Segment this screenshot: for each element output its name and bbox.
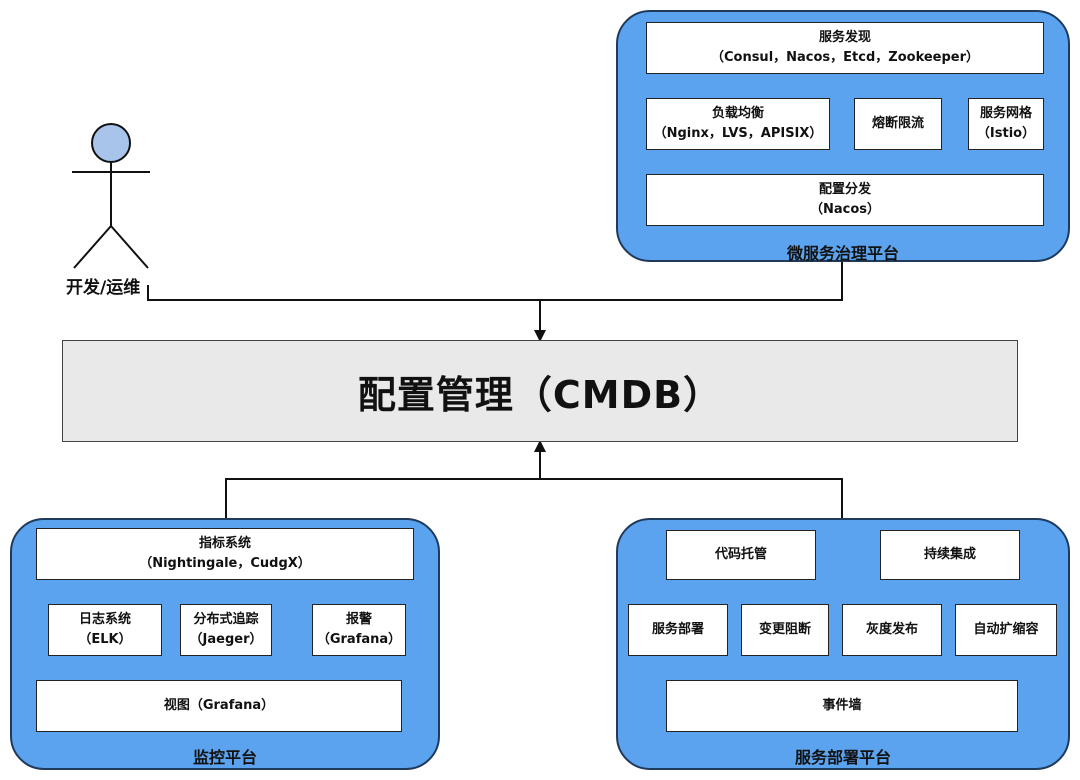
alert-box: 报警 （Grafana） [312, 604, 406, 656]
autoscale-name: 自动扩缩容 [973, 622, 1039, 637]
service-discovery-box: 服务发现 （Consul，Nacos，Etcd，Zookeeper） [646, 22, 1044, 74]
gray-release-name: 灰度发布 [865, 622, 918, 637]
actor-label: 开发/运维 [66, 278, 141, 298]
service-mesh-box: 服务网格 （Istio） [968, 98, 1044, 150]
deploy-platform-title: 服务部署平台 [794, 748, 891, 767]
service-deploy-box: 服务部署 [628, 604, 728, 656]
continuous-integration-name: 持续集成 [923, 547, 976, 562]
tracing-name: 分布式追踪 [193, 612, 259, 627]
autoscale-box: 自动扩缩容 [955, 604, 1057, 656]
log-system-detail: （ELK） [78, 632, 132, 647]
metrics-system-box: 指标系统 （Nightingale，CudgX） [36, 528, 414, 580]
load-balancing-detail: （Nginx，LVS，APISIX） [653, 126, 823, 141]
view-box: 视图（Grafana） [36, 680, 402, 732]
load-balancing-name: 负载均衡 [711, 106, 764, 121]
microservice-platform-title: 微服务治理平台 [786, 244, 899, 263]
metrics-system-detail: （Nightingale，CudgX） [139, 556, 311, 571]
actor-head [91, 123, 131, 163]
actor-figure [72, 123, 150, 269]
service-discovery-name: 服务发现 [818, 30, 871, 45]
cmdb-label: 配置管理（CMDB） [357, 372, 723, 417]
microservice-connector [540, 262, 843, 301]
event-wall-name: 事件墙 [822, 698, 862, 713]
log-system-box: 日志系统 （ELK） [48, 604, 162, 656]
alert-name: 报警 [345, 612, 372, 627]
continuous-integration-box: 持续集成 [880, 530, 1020, 580]
service-mesh-name: 服务网格 [979, 106, 1032, 121]
deploy-connector [540, 478, 843, 518]
monitoring-platform-title: 监控平台 [192, 748, 257, 767]
tracing-box: 分布式追踪 （Jaeger） [180, 604, 272, 656]
code-hosting-name: 代码托管 [714, 547, 767, 562]
log-system-name: 日志系统 [78, 612, 131, 627]
circuit-breaker-box: 熔断限流 [854, 98, 942, 150]
gray-release-box: 灰度发布 [842, 604, 942, 656]
monitoring-connector [225, 478, 540, 518]
metrics-system-name: 指标系统 [198, 536, 251, 551]
service-mesh-detail: （Istio） [976, 126, 1036, 141]
circuit-breaker-name: 熔断限流 [871, 116, 924, 131]
cmdb-box: 配置管理（CMDB） [62, 340, 1018, 442]
alert-detail: （Grafana） [316, 632, 402, 647]
config-distribution-box: 配置分发 （Nacos） [646, 174, 1044, 226]
view-name: 视图（Grafana） [163, 698, 275, 713]
config-distribution-name: 配置分发 [818, 182, 871, 197]
load-balancing-box: 负载均衡 （Nginx，LVS，APISIX） [646, 98, 830, 150]
code-hosting-box: 代码托管 [666, 530, 816, 580]
tracing-detail: （Jaeger） [189, 632, 263, 647]
event-wall-box: 事件墙 [666, 680, 1018, 732]
change-block-name: 变更阻断 [758, 622, 811, 637]
actor-connector [147, 285, 540, 301]
change-block-box: 变更阻断 [741, 604, 829, 656]
service-deploy-name: 服务部署 [651, 622, 704, 637]
config-distribution-detail: （Nacos） [809, 202, 881, 217]
service-discovery-detail: （Consul，Nacos，Etcd，Zookeeper） [710, 50, 980, 65]
